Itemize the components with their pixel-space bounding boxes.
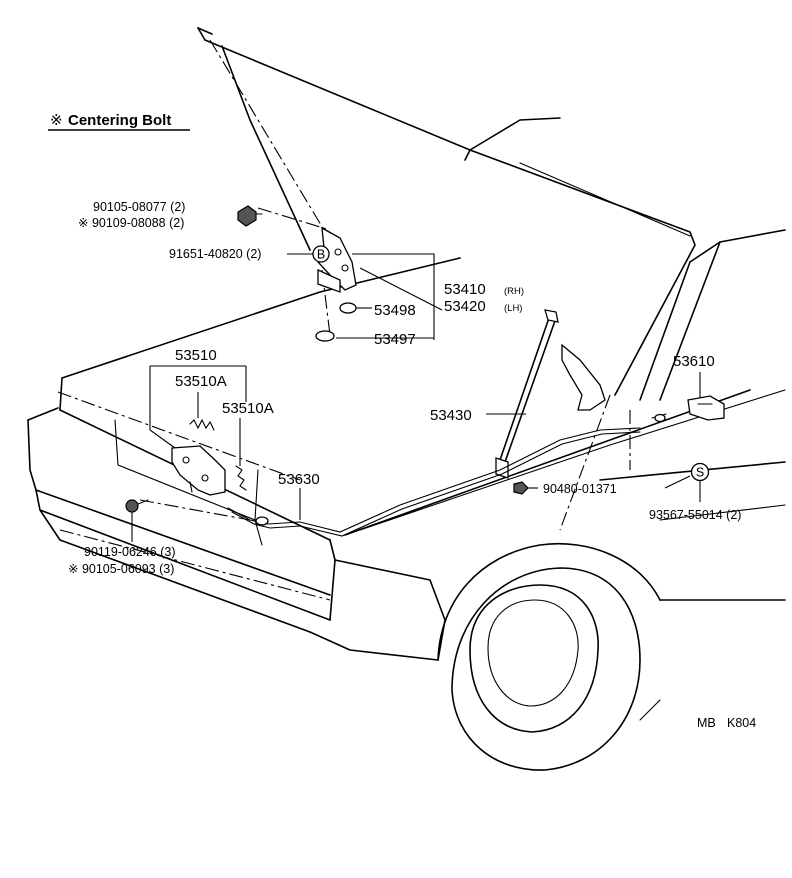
- legend-text: Centering Bolt: [68, 112, 171, 129]
- hood-hinge-part: [317, 226, 357, 293]
- release-lever-part: [651, 395, 725, 423]
- callout-lock-sub-2: 53510A: [222, 400, 274, 417]
- callout-screw-lever: 93567-55014 (2): [649, 508, 741, 522]
- callout-hinge-rh: 53410: [444, 281, 486, 298]
- car-body-outline: [27, 27, 786, 771]
- callout-clamp: 90480-01371: [543, 482, 617, 496]
- callout-bolt-hinge-2: ※ 90109-08088 (2): [78, 216, 184, 230]
- legend-symbol: ※: [50, 112, 63, 129]
- leader-lines: [131, 253, 701, 542]
- callout-cushion-53498: 53498: [374, 302, 416, 319]
- callout-bolt-lock-1: 90119-06246 (3): [84, 545, 176, 559]
- lock-bolt-part: [125, 499, 149, 513]
- nut-marker-letter: B: [317, 248, 325, 262]
- cushion-53497-part: [315, 330, 335, 342]
- callout-bolt-hinge-1: 90105-08077 (2): [93, 200, 185, 214]
- callout-release-lever: 53610: [673, 353, 715, 370]
- legend: ※ Centering Bolt: [48, 112, 190, 131]
- diagram-code-prefix: MB: [697, 716, 716, 730]
- assembly-lines: [57, 39, 631, 601]
- hinge-bolt-part: [237, 205, 263, 227]
- screw-marker-letter: S: [696, 466, 704, 480]
- callout-hinge-rh-suffix: (RH): [504, 286, 524, 297]
- callout-lock-sub-1: 53510A: [175, 373, 227, 390]
- hood-lock-part: [171, 445, 226, 496]
- callout-nut-hinge: 91651-40820 (2): [169, 247, 261, 261]
- screw-marker: S: [690, 462, 710, 482]
- cushion-53498-part: [339, 302, 357, 314]
- clamp-part: [513, 481, 529, 495]
- callout-hinge-lh-suffix: (LH): [504, 303, 522, 314]
- callout-hinge-lh: 53420: [444, 298, 486, 315]
- lock-spring-part: [189, 418, 215, 431]
- release-cable-part: [227, 427, 641, 537]
- nut-marker: B: [312, 245, 330, 263]
- callout-cushion-53497: 53497: [374, 331, 416, 348]
- diagram-code: K804: [727, 716, 756, 730]
- callout-release-cable: 53630: [278, 471, 320, 488]
- support-rod-part: [495, 309, 559, 479]
- lock-spring-2-part: [235, 465, 247, 491]
- callout-support-rod: 53430: [430, 407, 472, 424]
- callout-bolt-lock-2: ※ 90105-06093 (3): [68, 562, 174, 576]
- callout-lock-assy: 53510: [175, 347, 217, 364]
- hinge-rh-part: [561, 343, 606, 411]
